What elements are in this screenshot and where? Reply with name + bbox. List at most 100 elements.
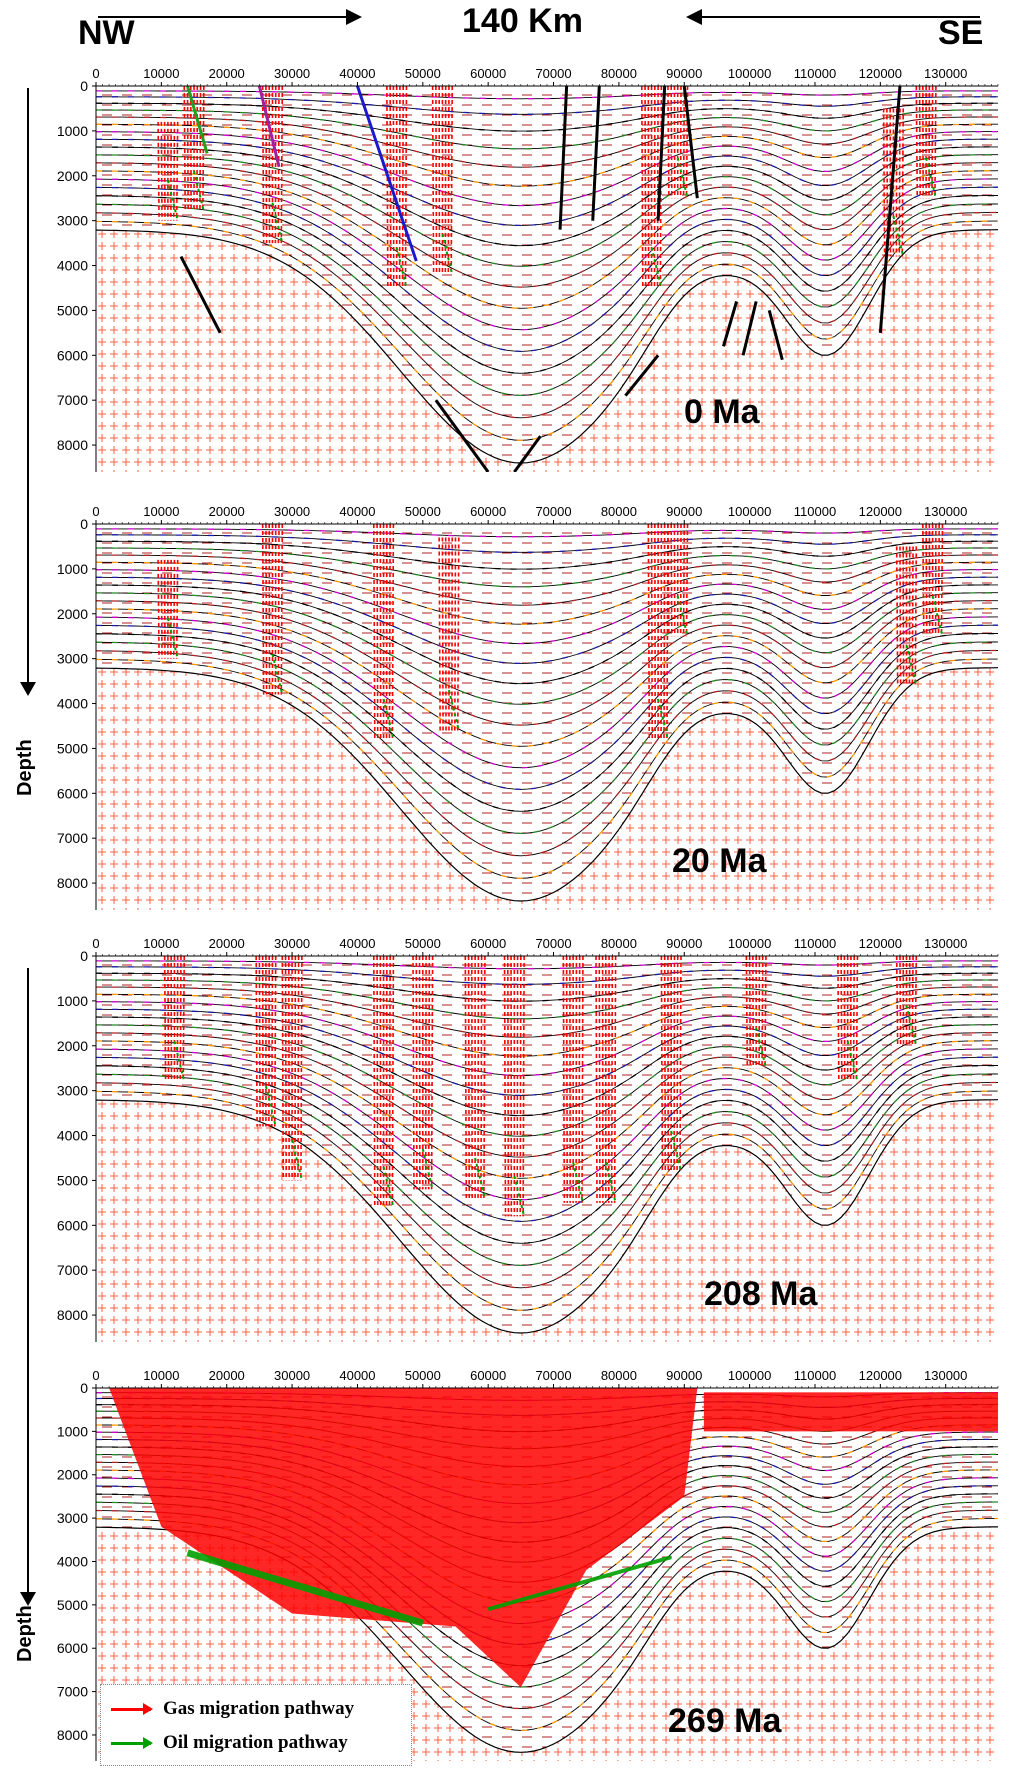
horizon-hatch xyxy=(96,1064,998,1244)
right-arrow-icon xyxy=(98,9,362,25)
oil-pathway xyxy=(382,1166,395,1208)
horizon-hatch xyxy=(96,540,998,570)
x-tick-label: 110000 xyxy=(794,504,836,519)
oil-pathway xyxy=(441,233,454,275)
oil-pathway xyxy=(905,644,918,686)
horizon-hatch xyxy=(96,547,998,588)
horizon-line xyxy=(96,154,998,267)
oil-pathway xyxy=(650,247,663,289)
x-tick-label: 80000 xyxy=(601,1368,637,1383)
oil-pathway xyxy=(487,1555,672,1612)
gas-pathway xyxy=(172,121,176,221)
x-tick-label: 70000 xyxy=(535,504,571,519)
fault-line xyxy=(186,86,209,154)
x-tick-label: 0 xyxy=(92,1368,99,1383)
horizon-hatch xyxy=(96,576,998,665)
gas-pathway xyxy=(703,1392,998,1432)
x-tick-label: 60000 xyxy=(470,504,506,519)
x-tick-label: 100000 xyxy=(728,504,771,519)
horizon-hatch xyxy=(96,1016,998,1117)
x-tick-label: 50000 xyxy=(405,1368,441,1383)
gas-pathway xyxy=(280,524,284,695)
horizon-line xyxy=(96,658,998,879)
left-arrow-icon xyxy=(686,9,980,25)
horizon-hatch xyxy=(96,600,998,726)
gas-pathway xyxy=(663,524,666,740)
gas-pathway xyxy=(650,524,654,740)
oil-pathway xyxy=(382,698,395,740)
x-tick-label: 90000 xyxy=(666,1368,702,1383)
x-tick-label: 120000 xyxy=(859,66,902,81)
y-tick-label: 0 xyxy=(80,78,88,94)
legend: Gas migration pathway Oil migration path… xyxy=(100,1684,412,1766)
oil-pathway xyxy=(604,1162,617,1204)
y-tick-label: 7000 xyxy=(57,1262,88,1278)
y-tick-label: 8000 xyxy=(57,1727,88,1743)
horizon-hatch xyxy=(96,203,998,397)
legend-item-gas: Gas migration pathway xyxy=(111,1697,354,1721)
y-tick-label: 6000 xyxy=(57,1640,88,1656)
basement-top-line xyxy=(96,1099,998,1334)
oil-pathway xyxy=(186,1549,424,1627)
gas-pathway xyxy=(613,956,617,1203)
gas-pathway xyxy=(447,86,450,275)
oil-pathway xyxy=(447,689,460,731)
oil-arrow-icon xyxy=(111,1736,153,1749)
legend-label-oil: Oil migration pathway xyxy=(163,1732,348,1753)
gas-pathway xyxy=(886,108,889,257)
x-tick-label: 50000 xyxy=(405,66,441,81)
fault-line xyxy=(179,255,222,334)
x-tick-label: 40000 xyxy=(339,1368,375,1383)
horizon-hatch xyxy=(96,178,998,331)
horizon-hatch xyxy=(96,138,998,227)
x-tick-label: 120000 xyxy=(859,1368,902,1383)
y-tick-label: 5000 xyxy=(57,1597,88,1613)
y-tick-label: 4000 xyxy=(57,696,88,712)
oil-pathway xyxy=(173,1041,186,1082)
x-tick-label: 90000 xyxy=(666,66,702,81)
fault-line xyxy=(356,86,418,262)
x-tick-label: 80000 xyxy=(601,936,637,951)
horizon-hatch xyxy=(96,90,998,100)
gas-pathway xyxy=(435,86,438,275)
gas-pathway xyxy=(258,956,261,1127)
gas-pathway xyxy=(480,956,483,1199)
x-tick-label: 10000 xyxy=(143,66,179,81)
horizon-hatch xyxy=(96,616,998,769)
horizon-hatch xyxy=(96,186,998,353)
gas-pathway xyxy=(899,956,902,1046)
horizon-hatch xyxy=(96,608,998,747)
gas-pathway xyxy=(160,559,163,659)
gas-pathway xyxy=(915,86,919,199)
gas-pathway xyxy=(899,546,902,686)
gas-pathway xyxy=(464,956,468,1199)
x-tick-label: 70000 xyxy=(535,66,571,81)
gas-pathway xyxy=(431,86,435,275)
gas-pathway xyxy=(882,108,886,257)
basement-top-line xyxy=(96,667,998,902)
x-tick-label: 20000 xyxy=(209,936,245,951)
x-tick-label: 130000 xyxy=(924,936,967,951)
gas-pathway xyxy=(157,121,160,221)
gas-pathway xyxy=(255,956,258,1127)
horizon-hatch xyxy=(96,993,998,1057)
x-tick-label: 40000 xyxy=(339,66,375,81)
x-tick-label: 40000 xyxy=(339,936,375,951)
gas-pathway xyxy=(663,956,667,1172)
horizon-line xyxy=(96,212,998,419)
x-tick-label: 90000 xyxy=(666,936,702,951)
x-tick-label: 30000 xyxy=(274,66,310,81)
gas-pathway xyxy=(922,524,925,637)
y-tick-label: 1000 xyxy=(57,123,88,139)
y-tick-label: 3000 xyxy=(57,213,88,229)
x-tick-label: 40000 xyxy=(339,504,375,519)
x-tick-label: 130000 xyxy=(924,504,967,519)
gas-pathway xyxy=(676,956,679,1172)
gas-pathway xyxy=(685,524,689,637)
fault-line xyxy=(722,301,738,347)
gas-pathway xyxy=(157,559,160,659)
horizon-line xyxy=(96,1082,998,1289)
section-length-label: 140 Km xyxy=(462,2,583,40)
